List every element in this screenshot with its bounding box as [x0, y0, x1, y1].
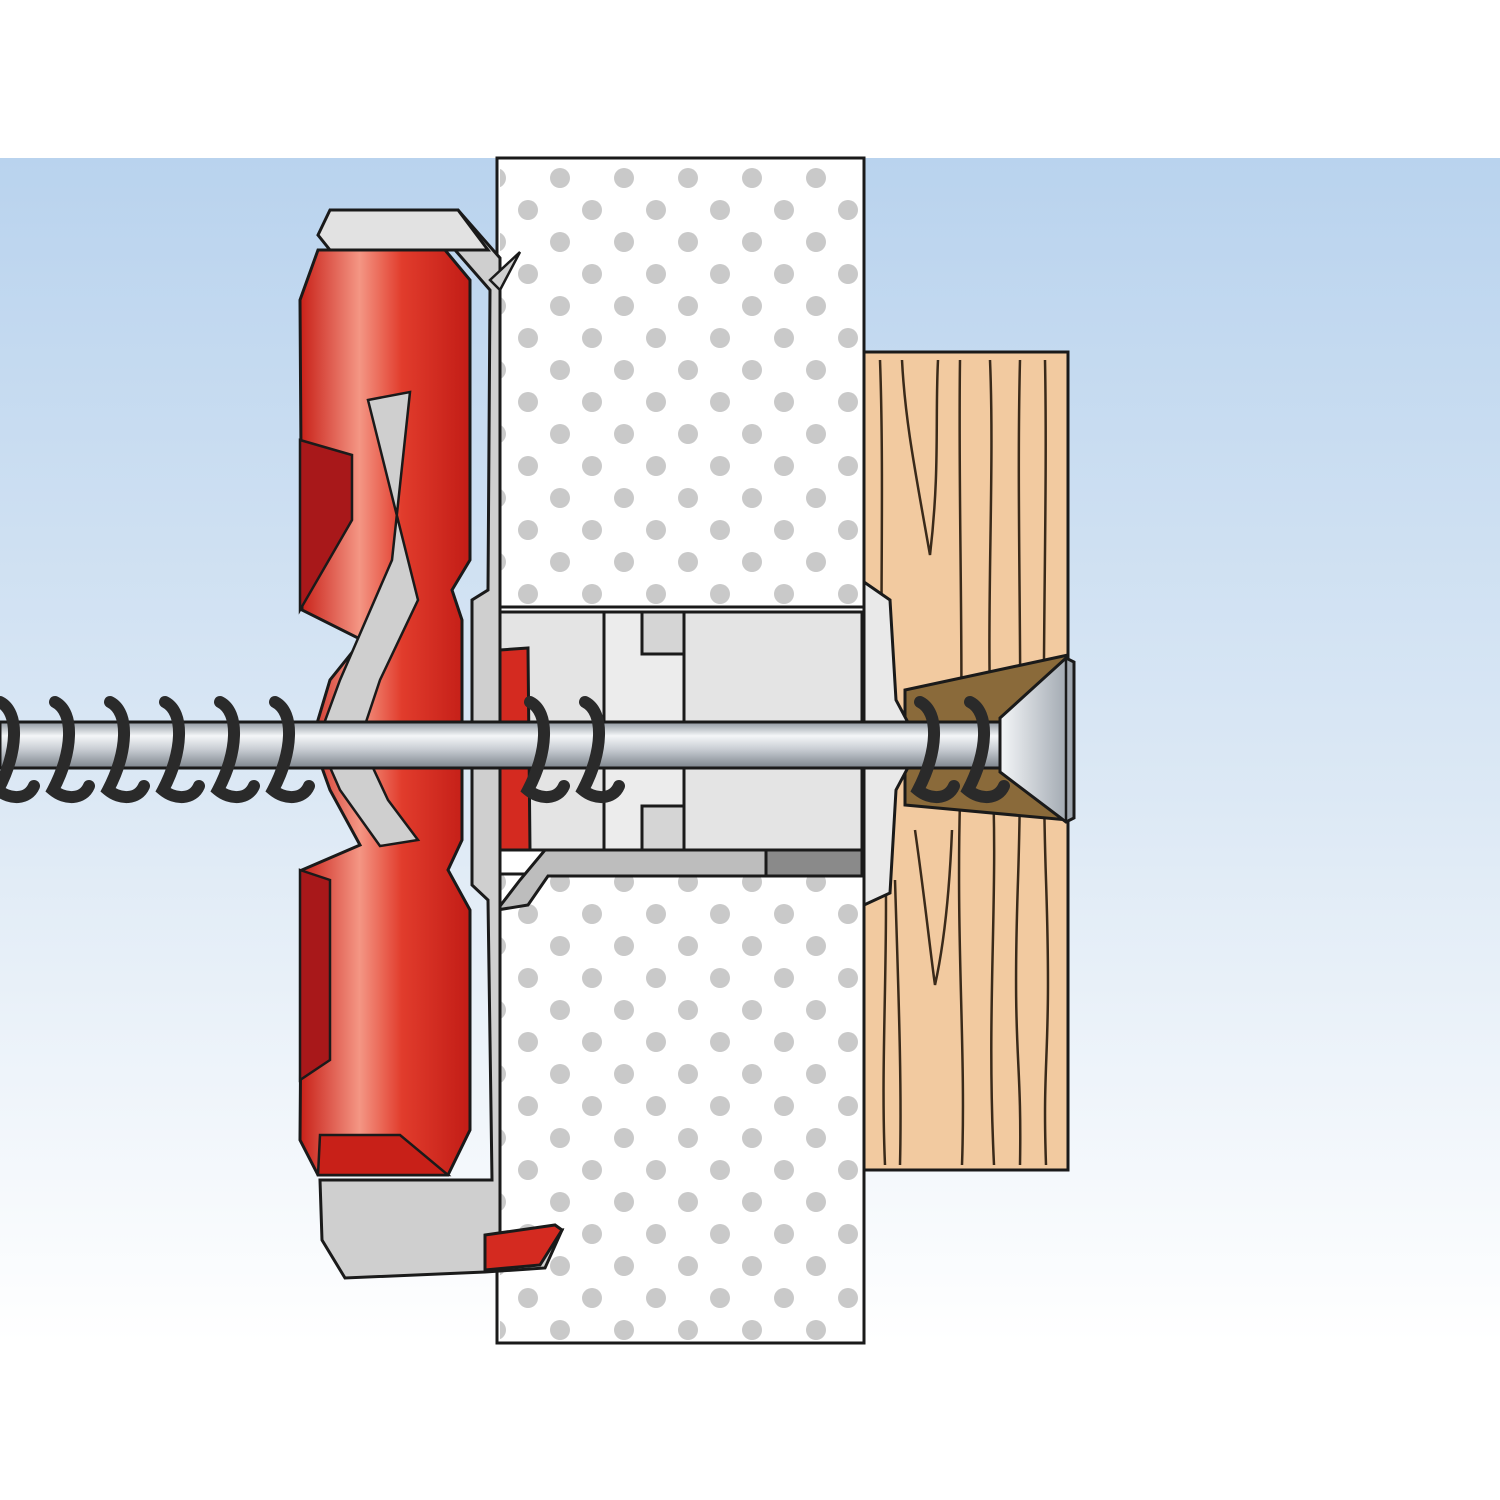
- screw-icon: [0, 656, 1076, 824]
- screw-thread-turn: [45, 696, 95, 803]
- screw-thread-turn: [155, 696, 205, 803]
- screw-thread-turn: [520, 696, 570, 803]
- screw-thread-turn: [0, 696, 40, 803]
- screw-thread-turn: [265, 696, 315, 803]
- screw-thread-turn: [910, 696, 960, 803]
- screw-thread-turn: [210, 696, 260, 803]
- screw-thread-turn: [100, 696, 150, 803]
- screw-thread-turn: [960, 696, 1010, 803]
- screw-thread-turn: [575, 696, 625, 803]
